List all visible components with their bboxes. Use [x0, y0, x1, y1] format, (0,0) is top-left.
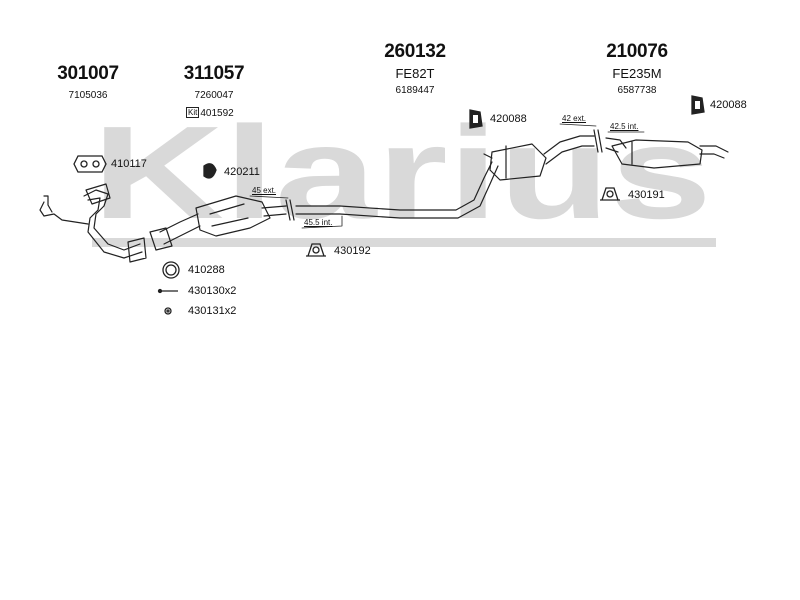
part-210076: 210076 FE235M 6587738 [600, 42, 674, 97]
part-code: 260132 [384, 41, 446, 62]
cut-mark-2 [593, 129, 603, 153]
part-oem: 6587738 [617, 85, 657, 96]
centre-pipe [295, 161, 499, 219]
dim-leader-455int [301, 215, 343, 229]
part-code: 210076 [606, 41, 668, 62]
part-code: 311057 [183, 63, 245, 84]
part-311057: 311057 7260047 [178, 64, 250, 102]
dimension-45-ext: 45 ext. [252, 186, 277, 195]
dim-leader-42ext [559, 123, 597, 127]
front-pipe-flange [85, 183, 147, 263]
dimension-42-ext: 42 ext. [562, 114, 587, 123]
accessory-420088-left: 420088 [490, 113, 527, 125]
part-oem: 7105036 [68, 90, 108, 101]
dimension-42-5-int: 42.5 int. [610, 122, 639, 131]
rubber-mount-icon-420211 [203, 163, 217, 179]
part-code: 301007 [57, 63, 119, 84]
catalyst-body [195, 195, 271, 237]
accessory-420088-right: 420088 [710, 99, 747, 111]
accessory-410117: 410117 [111, 158, 147, 170]
tail-pipe [699, 145, 729, 159]
rubber-mount-icon-420088-right [691, 95, 705, 115]
watermark-text: Klarius [92, 99, 712, 246]
front-pipe [83, 189, 143, 259]
accessory-420211: 420211 [224, 166, 260, 178]
accessory-430130: 430130x2 [188, 285, 237, 297]
accessory-430191: 430191 [628, 189, 665, 201]
dimension-45-5-int: 45.5 int. [304, 218, 333, 227]
watermark-underline [92, 238, 716, 247]
part-type: FE82T [395, 66, 435, 81]
cut-mark-1 [285, 199, 295, 221]
bolt-icon [157, 288, 178, 294]
part-301007: 301007 7105036 [52, 64, 124, 102]
part-oem: 6189447 [395, 85, 435, 96]
accessory-410288: 410288 [188, 264, 225, 276]
kit-badge: Kit [186, 107, 200, 118]
accessory-430131: 430131x2 [188, 305, 237, 317]
part-oem: 7260047 [194, 90, 234, 101]
clamp-icon-430192 [306, 243, 326, 257]
catalyst-outlet [261, 205, 287, 217]
rear-silencer-inlet [605, 137, 627, 153]
catalyst-flange [149, 227, 173, 251]
accessory-430192: 430192 [334, 245, 371, 257]
gasket-icon [73, 155, 107, 173]
nut-icon [164, 307, 172, 315]
dim-leader-45ext [249, 195, 289, 199]
rear-silencer [611, 139, 703, 169]
centre-silencer-outlet [543, 135, 595, 165]
rubber-mount-icon-420088-left [469, 109, 483, 129]
part-260132: 260132 FE82T 6189447 [378, 42, 452, 97]
clamp-icon-430191 [600, 187, 620, 201]
lambda-sensor [39, 195, 89, 225]
ring-gasket-icon [162, 261, 180, 279]
kit-number: 401592 [200, 108, 234, 119]
centre-silencer [483, 143, 547, 181]
part-type: FE235M [612, 66, 662, 81]
